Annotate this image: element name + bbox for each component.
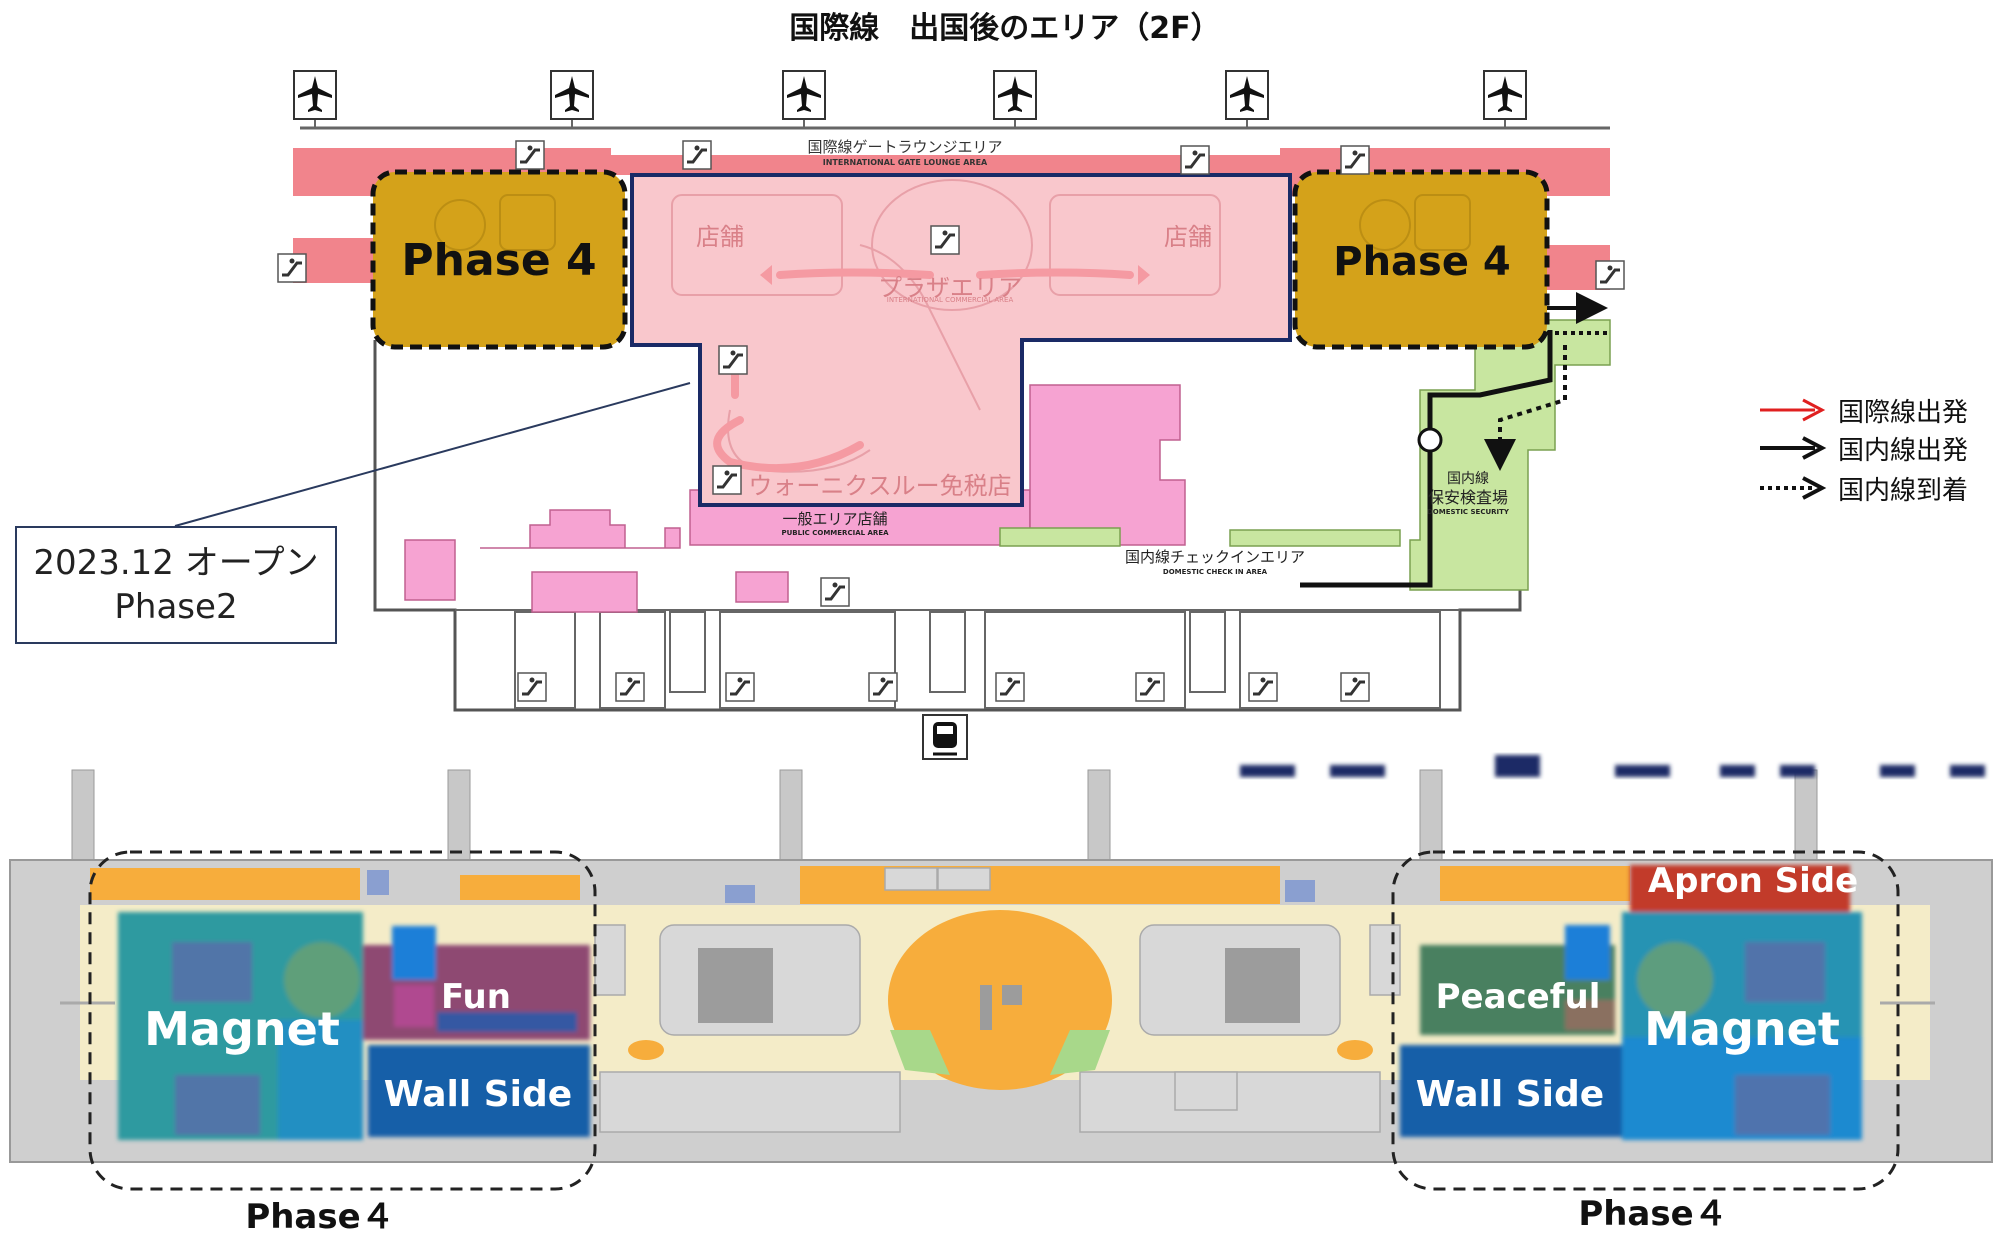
public-commercial-label-en: PUBLIC COMMERCIAL AREA <box>781 529 889 537</box>
public-commercial-label: 一般エリア店舗 <box>782 510 887 528</box>
gate-plane-icon <box>1225 70 1269 128</box>
phase2-callout: 2023.12 オープン Phase2 <box>15 526 337 644</box>
peaceful-label: Peaceful <box>1436 977 1601 1017</box>
shop-block <box>531 571 638 613</box>
page-title: 国際線 出国後のエリア（2F） <box>789 11 1220 46</box>
escalator-icon <box>820 577 850 607</box>
callout-line1: 2023.12 オープン <box>33 543 319 583</box>
gate-plane-icon <box>293 70 337 128</box>
domestic-security-label-2: 保安検査場 <box>1428 488 1508 507</box>
legend-item-domestic-arrival: 国内線到着 <box>1760 476 1968 506</box>
phase4-label-lower-right: Phase４ <box>1578 1194 1727 1234</box>
escalator-icon <box>712 465 742 495</box>
phase4-area-right <box>1292 169 1550 350</box>
gate-plane-icon <box>993 70 1037 128</box>
legend-item-domestic-departure: 国内線出発 <box>1760 436 1968 466</box>
duty-free-label: ウォーニクスルー免税店 <box>748 472 1011 500</box>
legend-label: 国内線到着 <box>1838 476 1968 506</box>
fun-label: Fun <box>441 977 511 1017</box>
phase4-label-right: Phase 4 <box>1333 239 1510 285</box>
escalator-icon <box>1248 672 1278 702</box>
escalator-icon <box>1135 672 1165 702</box>
shop-label-right: 店舗 <box>1164 223 1212 251</box>
wall-side-zone-left <box>368 1045 590 1137</box>
apron-side-zone <box>1630 865 1850 913</box>
legend-label: 国際線出発 <box>1838 398 1968 428</box>
domestic-security-area <box>1409 319 1611 591</box>
phase4-outline-left <box>88 850 597 1191</box>
escalator-icon <box>517 672 547 702</box>
callout-line2: Phase2 <box>114 587 238 627</box>
shop-block <box>480 509 681 549</box>
escalator-icon <box>718 345 748 375</box>
escalator-icon <box>868 672 898 702</box>
wall-side-label-right: Wall Side <box>1416 1074 1604 1115</box>
domestic-security-label-en: DOMESTIC SECURITY <box>1427 508 1510 516</box>
plaza-area-phase2 <box>630 173 1292 507</box>
gate-plane-icon <box>550 70 594 128</box>
escalator-icon <box>615 672 645 702</box>
escalator-icon <box>277 253 307 283</box>
domestic-checkin-label: 国内線チェックインエリア <box>1125 548 1305 566</box>
escalator-icon <box>1340 145 1370 175</box>
domestic-checkin-label-en: DOMESTIC CHECK IN AREA <box>1163 568 1268 576</box>
lounge-area-center <box>611 155 1291 175</box>
gate-plane-icon <box>1483 70 1527 128</box>
train-icon <box>922 714 968 760</box>
intl-gate-lounge-label: 国際線ゲートラウンジエリア <box>807 138 1002 156</box>
escalator-icon <box>930 225 960 255</box>
shop-block <box>735 571 789 603</box>
legend-label: 国内線出発 <box>1838 436 1968 466</box>
shop-block <box>1029 384 1186 546</box>
intl-gate-lounge-label-en: INTERNATIONAL GATE LOUNGE AREA <box>823 158 988 167</box>
escalator-icon <box>725 672 755 702</box>
domestic-checkin-counter <box>1229 529 1401 547</box>
central-plaza-area <box>888 910 1112 1090</box>
plaza-area-label-en: INTERNATIONAL COMMERCIAL AREA <box>887 296 1014 304</box>
escalator-icon <box>682 140 712 170</box>
legend: 国際線出発 国内線出発 国内線到着 <box>1760 398 1968 506</box>
domestic-security-label: 国内線 <box>1447 471 1489 487</box>
upper-terminal-map: 国際線 出国後のエリア（2F） 国際線ゲートラウンジエリア INTERNATIO… <box>174 11 1625 760</box>
domestic-checkin-counter <box>999 527 1121 547</box>
gate-plane-icon <box>782 70 826 128</box>
escalator-icon <box>995 672 1025 702</box>
escalator-icon <box>1595 260 1625 290</box>
shop-block <box>404 539 456 601</box>
magnet-label-left: Magnet <box>144 1002 340 1056</box>
wall-side-zone-right <box>1400 1045 1622 1137</box>
callout-leader-line <box>174 382 691 527</box>
phase4-outline-right <box>1391 850 1900 1191</box>
shop-label-left: 店舗 <box>696 223 744 251</box>
phase4-label-left: Phase 4 <box>401 235 596 286</box>
phase4-label-lower-left: Phase４ <box>245 1197 394 1237</box>
legend-item-intl-departure: 国際線出発 <box>1760 398 1968 428</box>
escalator-icon <box>515 140 545 170</box>
lower-terminal-map: Magnet Fun Wall Side Phase４ Apron Side P… <box>9 755 1993 1237</box>
escalator-icon <box>1340 672 1370 702</box>
plaza-area-label: プラザエリア <box>878 274 1022 302</box>
wall-side-label-left: Wall Side <box>384 1074 572 1115</box>
magnet-label-right: Magnet <box>1644 1002 1840 1056</box>
escalator-icon <box>1180 145 1210 175</box>
apron-side-label: Apron Side <box>1648 861 1858 901</box>
